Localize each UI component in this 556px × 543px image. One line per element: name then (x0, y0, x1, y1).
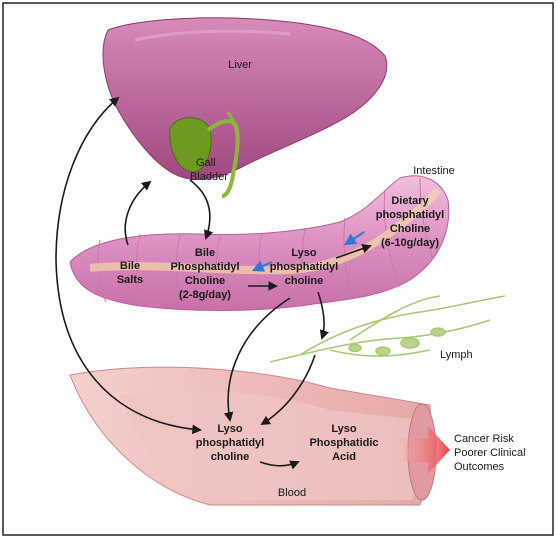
svg-text:Lyso: Lyso (217, 423, 243, 435)
label-liver: Liver (228, 59, 252, 71)
label-outcome: Cancer Risk Poorer Clinical Outcomes (454, 433, 526, 473)
svg-text:Phosphatidyl: Phosphatidyl (170, 261, 239, 273)
svg-text:phosphatidyl: phosphatidyl (376, 209, 444, 221)
label-gall-bladder-2: Bladder (190, 171, 228, 183)
arrow-gall-to-bile-pc (190, 180, 210, 238)
label-lymph: Lymph (440, 349, 473, 361)
svg-text:Acid: Acid (332, 451, 356, 463)
svg-text:Lyso: Lyso (331, 423, 357, 435)
label-intestine: Intestine (413, 165, 455, 177)
svg-text:Poorer Clinical: Poorer Clinical (454, 447, 526, 459)
svg-text:Dietary: Dietary (391, 195, 429, 207)
svg-text:Bile: Bile (195, 247, 215, 259)
svg-text:phosphatidyl: phosphatidyl (196, 437, 264, 449)
label-gall-bladder-1: Gall (196, 157, 216, 169)
svg-text:phosphatidyl: phosphatidyl (270, 261, 338, 273)
svg-text:Outcomes: Outcomes (454, 461, 505, 473)
svg-text:Lyso: Lyso (291, 247, 317, 259)
liver (103, 18, 387, 180)
svg-text:choline: choline (285, 275, 324, 287)
svg-text:Choline: Choline (390, 223, 430, 235)
svg-text:(2-8g/day): (2-8g/day) (179, 289, 231, 301)
svg-text:Salts: Salts (117, 274, 143, 286)
svg-text:choline: choline (211, 451, 250, 463)
svg-text:Phosphatidic: Phosphatidic (309, 437, 378, 449)
svg-text:Cancer Risk: Cancer Risk (454, 433, 514, 445)
svg-text:(6-10g/day): (6-10g/day) (381, 237, 439, 249)
label-blood: Blood (278, 487, 306, 499)
svg-text:Choline: Choline (185, 275, 225, 287)
svg-text:Bile: Bile (120, 260, 140, 272)
